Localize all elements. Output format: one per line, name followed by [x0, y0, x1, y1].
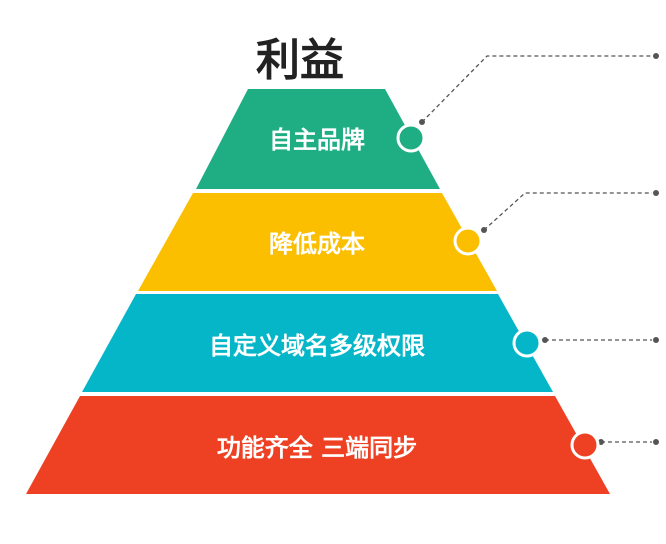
tier-0-shape [196, 89, 440, 189]
tier-0-marker [396, 123, 426, 153]
tier-3-shape [26, 396, 610, 494]
connector-2-end-dot [653, 337, 659, 343]
tier-2-shape [82, 294, 553, 392]
connector-0-end-dot [653, 53, 659, 59]
diagram-title: 利益 [256, 35, 344, 86]
connector-0-line [421, 55, 652, 123]
connector-3-start-dot [598, 439, 604, 445]
connector-0 [396, 53, 659, 153]
tier-1-label: 降低成本 [269, 229, 365, 258]
connector-1-end-dot [653, 190, 659, 196]
tier-1-marker [453, 226, 483, 256]
connector-2-start-dot [542, 337, 548, 343]
tier-3-marker [570, 430, 600, 460]
connector-3 [570, 430, 659, 460]
tier-2-label: 自定义域名多级权限 [209, 331, 425, 360]
connector-3-end-dot [653, 439, 659, 445]
connector-2 [512, 328, 659, 358]
connector-1 [453, 190, 659, 256]
connector-0-start-dot [419, 119, 425, 125]
connector-1-line [483, 192, 652, 231]
tier-3-label: 功能齐全 三端同步 [216, 433, 418, 462]
tier-1-shape [138, 193, 497, 291]
connector-1-start-dot [481, 227, 487, 233]
tier-0-label: 自主品牌 [269, 125, 365, 154]
tier-2-marker [512, 328, 542, 358]
